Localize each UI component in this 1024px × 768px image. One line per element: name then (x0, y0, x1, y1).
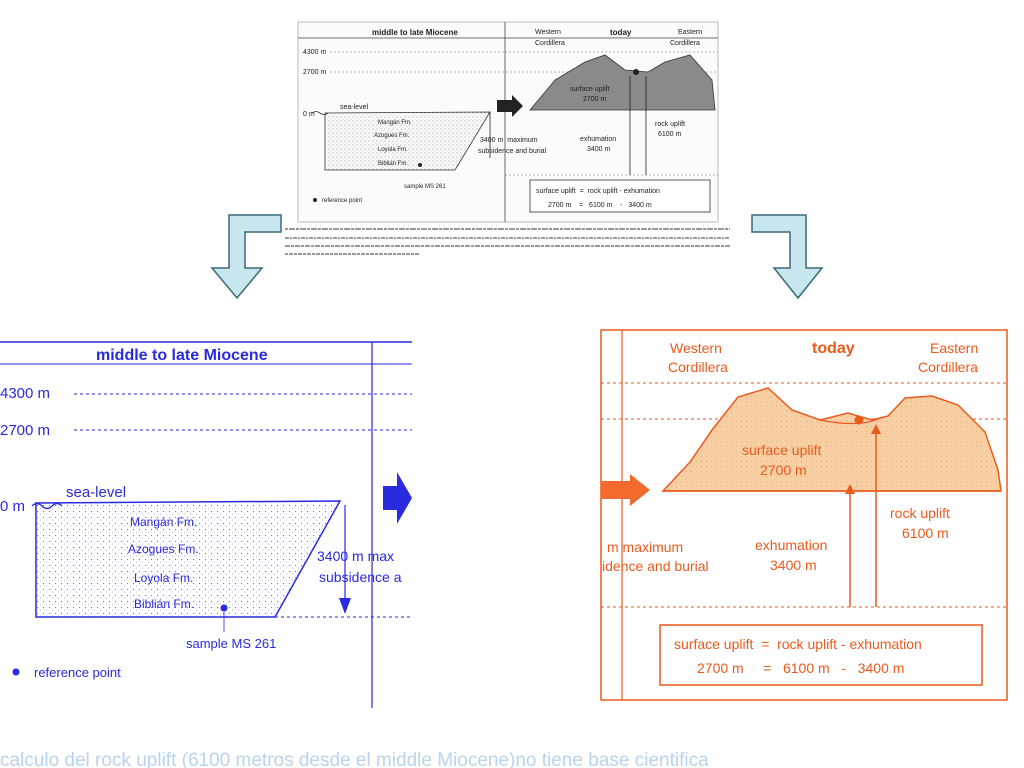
top-fm-biblian: Biblián Fm. (378, 161, 408, 167)
top-level-2700: 2700 m (303, 69, 327, 76)
top-fm-azogues: Azogues Fm. (374, 133, 410, 139)
right-eastern-1: Eastern (930, 340, 978, 356)
top-reference: reference point (322, 198, 362, 204)
top-exhumation-2: 3400 m (587, 146, 611, 153)
top-subsidence-1: 3400 m maximum (480, 137, 538, 144)
right-eastern-2: Cordillera (918, 359, 978, 375)
top-surface-uplift-1: surface uplift (570, 86, 610, 93)
left-sea-level-wave (31, 502, 63, 510)
top-fm-loyola: Loyola Fm. (378, 147, 408, 153)
right-surface-uplift-2: 2700 m (760, 462, 807, 478)
top-equation-2: 2700 m = 6100 m - 3400 m (548, 202, 652, 209)
right-right-arrow (601, 474, 650, 506)
right-max-2: idence and burial (602, 558, 709, 574)
top-title-western-2: Cordillera (535, 40, 565, 47)
top-rock-uplift-1: rock uplift (655, 121, 685, 128)
left-fm-loyola: Loyola Fm. (134, 571, 193, 585)
right-exhumation-1: exhumation (755, 537, 827, 553)
top-surface-uplift-2: 2700 m (583, 96, 607, 103)
top-equation-1: surface uplift = rock uplift - exhumatio… (536, 188, 660, 195)
left-subsidence-1: 3400 m max (317, 548, 394, 564)
top-sea-level: sea-level (340, 104, 368, 111)
top-title-today: today (610, 28, 632, 37)
diagram-canvas: middle to late Miocene Western Cordiller… (0, 21, 1008, 708)
right-mountains (661, 387, 1002, 492)
left-title: middle to late Miocene (96, 347, 268, 364)
right-rock-uplift-1: rock uplift (890, 505, 950, 521)
right-surface-uplift-1: surface uplift (742, 442, 821, 458)
right-exhumation-2: 3400 m (770, 557, 817, 573)
right-zoom-panel: Western Cordillera today Eastern Cordill… (600, 329, 1008, 701)
slide-caption: calculo del rock uplift (6100 metros des… (0, 750, 709, 768)
left-reference: reference point (34, 665, 121, 680)
top-sample: sample MS 261 (404, 184, 446, 190)
right-equation-1: surface uplift = rock uplift - exhumatio… (674, 636, 922, 652)
right-down-arrow (751, 214, 824, 300)
right-today: today (812, 340, 855, 357)
left-sea-level: sea-level (66, 484, 126, 501)
top-title-eastern-2: Cordillera (670, 40, 700, 47)
left-fm-mangan: Mangán Fm. (130, 515, 197, 529)
top-figure-caption-lines (285, 228, 730, 255)
right-western-2: Cordillera (668, 359, 728, 375)
left-level-2700: 2700 m (0, 422, 50, 439)
left-fm-biblian: Biblián Fm. (134, 597, 194, 611)
top-subsidence-2: subsidence and burial (478, 148, 547, 155)
left-sample: sample MS 261 (186, 636, 276, 651)
top-exhumation-1: exhumation (580, 136, 616, 143)
top-figure: middle to late Miocene Western Cordiller… (285, 21, 730, 255)
right-equation-2: 2700 m = 6100 m - 3400 m (697, 660, 904, 676)
left-zoom-panel: middle to late Miocene 4300 m 2700 m 0 m… (0, 341, 412, 708)
left-down-arrow (210, 214, 282, 300)
right-western-1: Western (670, 340, 722, 356)
left-level-4300: 4300 m (0, 385, 50, 402)
top-fm-mangan: Mangán Fm. (378, 120, 412, 126)
top-title-eastern: Eastern (678, 29, 702, 36)
left-right-arrow (383, 472, 412, 524)
right-max-1: m maximum (607, 539, 683, 555)
top-level-4300: 4300 m (303, 49, 327, 56)
top-level-0: 0 m (303, 111, 315, 118)
top-rock-uplift-2: 6100 m (658, 131, 682, 138)
left-subsidence-2: subsidence a (319, 569, 402, 585)
right-rock-uplift-2: 6100 m (902, 525, 949, 541)
left-level-0: 0 m (0, 498, 25, 515)
left-fm-azogues: Azogues Fm. (128, 542, 199, 556)
top-title-western: Western (535, 29, 561, 36)
top-title-left: middle to late Miocene (372, 28, 458, 37)
